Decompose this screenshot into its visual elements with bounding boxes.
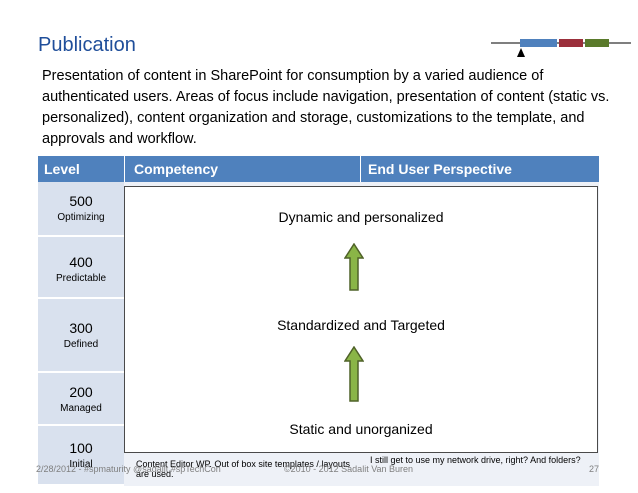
- level-cell: 100 Initial: [38, 426, 124, 486]
- level-label: Managed: [60, 403, 102, 414]
- slide-description: Presentation of content in SharePoint fo…: [42, 68, 610, 147]
- footer-date-tags: 2/28/2012 - #spmaturity @sadalit #spTech…: [36, 464, 221, 474]
- header-level: Level: [44, 161, 80, 177]
- level-cell: 200 Managed: [38, 373, 124, 426]
- overlay-middle-text: Standardized and Targeted: [277, 317, 445, 333]
- decoration-green-block: [585, 39, 609, 47]
- decoration-pointer-icon: [517, 48, 525, 57]
- level-number: 500: [69, 193, 93, 209]
- level-label: Predictable: [55, 273, 107, 284]
- footer-copyright: ©2010 - 2012 Sadalit Van Buren: [284, 464, 414, 474]
- level-number: 300: [69, 320, 93, 336]
- level-number: 100: [69, 440, 93, 456]
- level-cell: 300 Defined: [38, 299, 124, 373]
- level-number: 200: [69, 384, 93, 400]
- level-number: 400: [69, 254, 93, 270]
- up-arrow-icon: [344, 346, 364, 402]
- header-perspective: End User Perspective: [368, 161, 512, 177]
- slide-title: Publication: [38, 34, 136, 56]
- maturity-overlay: Dynamic and personalized Standardized an…: [124, 186, 598, 453]
- level-cell: 500 Optimizing: [38, 182, 124, 237]
- level-label: Defined: [63, 339, 99, 350]
- header-competency: Competency: [134, 161, 219, 177]
- level-label: Optimizing: [57, 212, 105, 223]
- header-separator: [360, 156, 361, 182]
- up-arrow-icon: [344, 243, 364, 291]
- partial-perspective-text: I still get to use my network drive, rig…: [370, 455, 581, 465]
- table-header: Level Competency End User Perspective: [38, 156, 599, 182]
- page-number: 27: [589, 464, 600, 474]
- level-label: Initial: [69, 459, 93, 470]
- partial-competency-text: Content Editor WP. Out of box site templ…: [136, 459, 350, 479]
- overlay-bottom-text: Static and unorganized: [289, 421, 433, 437]
- level-cell: 400 Predictable: [38, 237, 124, 299]
- overlay-top-text: Dynamic and personalized: [278, 209, 444, 225]
- decoration-blue-block: [520, 39, 557, 47]
- header-separator: [124, 156, 125, 182]
- decoration-red-block: [559, 39, 583, 47]
